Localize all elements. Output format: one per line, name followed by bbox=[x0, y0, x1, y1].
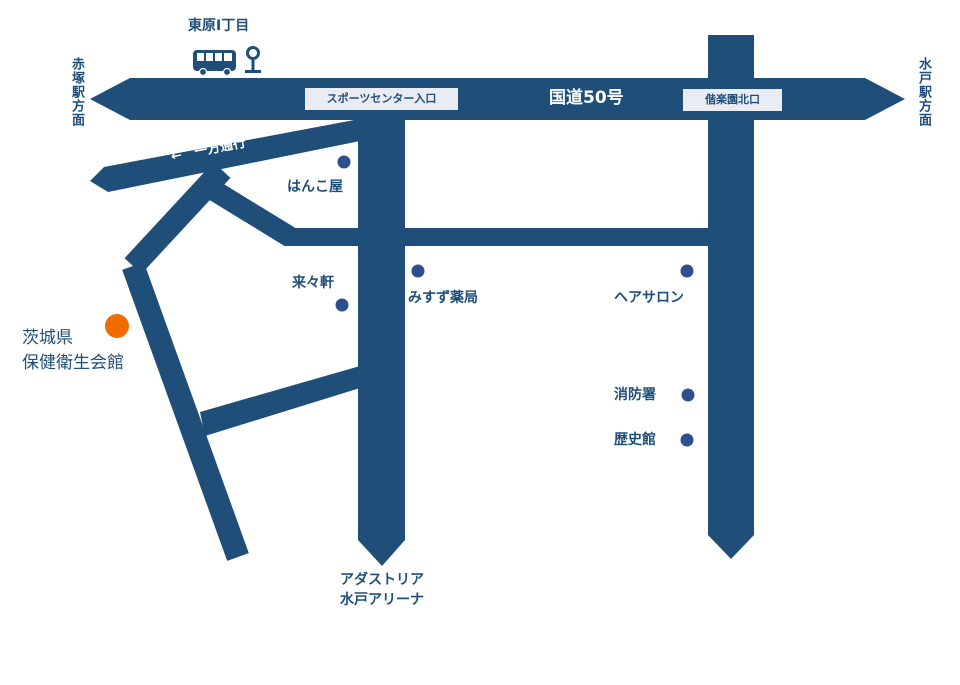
misuzu-marker bbox=[411, 264, 425, 278]
direction-left-label: 赤塚駅方面 bbox=[69, 57, 84, 127]
route-50-label: 国道50号 bbox=[549, 88, 624, 108]
arena-label: アダストリア 水戸アリーナ bbox=[326, 570, 438, 610]
arena-label-line2: 水戸アリーナ bbox=[340, 592, 424, 608]
raiken-label: 来々軒 bbox=[292, 275, 334, 291]
bus-stop-label: 東原Ⅰ丁目 bbox=[188, 18, 250, 34]
destination-label-line2: 保健衛生会館 bbox=[22, 353, 124, 373]
hair-salon-marker bbox=[680, 264, 694, 278]
destination-label: 茨城県 保健衛生会館 bbox=[22, 326, 124, 376]
raiken-marker bbox=[335, 298, 349, 312]
fire-station-label: 消防署 bbox=[614, 387, 656, 403]
west-road-lower bbox=[122, 262, 249, 561]
one-way-road bbox=[90, 118, 365, 192]
bus-icon bbox=[193, 50, 236, 77]
history-museum-marker bbox=[680, 433, 694, 447]
lower-connector bbox=[200, 366, 360, 436]
diagonal-connector bbox=[204, 179, 296, 246]
hair-salon-label: ヘアサロン bbox=[614, 290, 684, 306]
history-museum-label: 歴史館 bbox=[614, 432, 656, 448]
destination-label-line1: 茨城県 bbox=[22, 328, 73, 348]
arena-label-line1: アダストリア bbox=[340, 572, 424, 588]
route-50-road bbox=[90, 78, 905, 120]
bus-stop-pin-icon bbox=[245, 46, 261, 73]
fire-station-marker bbox=[681, 388, 695, 402]
sports-center-intersection-label: スポーツセンター入口 bbox=[305, 88, 458, 110]
hankoya-marker bbox=[337, 155, 351, 169]
east-road bbox=[708, 35, 754, 559]
kairakuen-intersection-label: 偕楽園北口 bbox=[683, 89, 782, 111]
hankoya-label: はんこ屋 bbox=[287, 179, 343, 195]
central-road bbox=[358, 110, 405, 566]
west-road-upper bbox=[124, 162, 231, 274]
cross-road bbox=[285, 228, 715, 246]
misuzu-label: みすず薬局 bbox=[408, 290, 478, 306]
destination-marker bbox=[105, 314, 129, 338]
direction-right-label: 水戸駅方面 bbox=[916, 57, 931, 127]
